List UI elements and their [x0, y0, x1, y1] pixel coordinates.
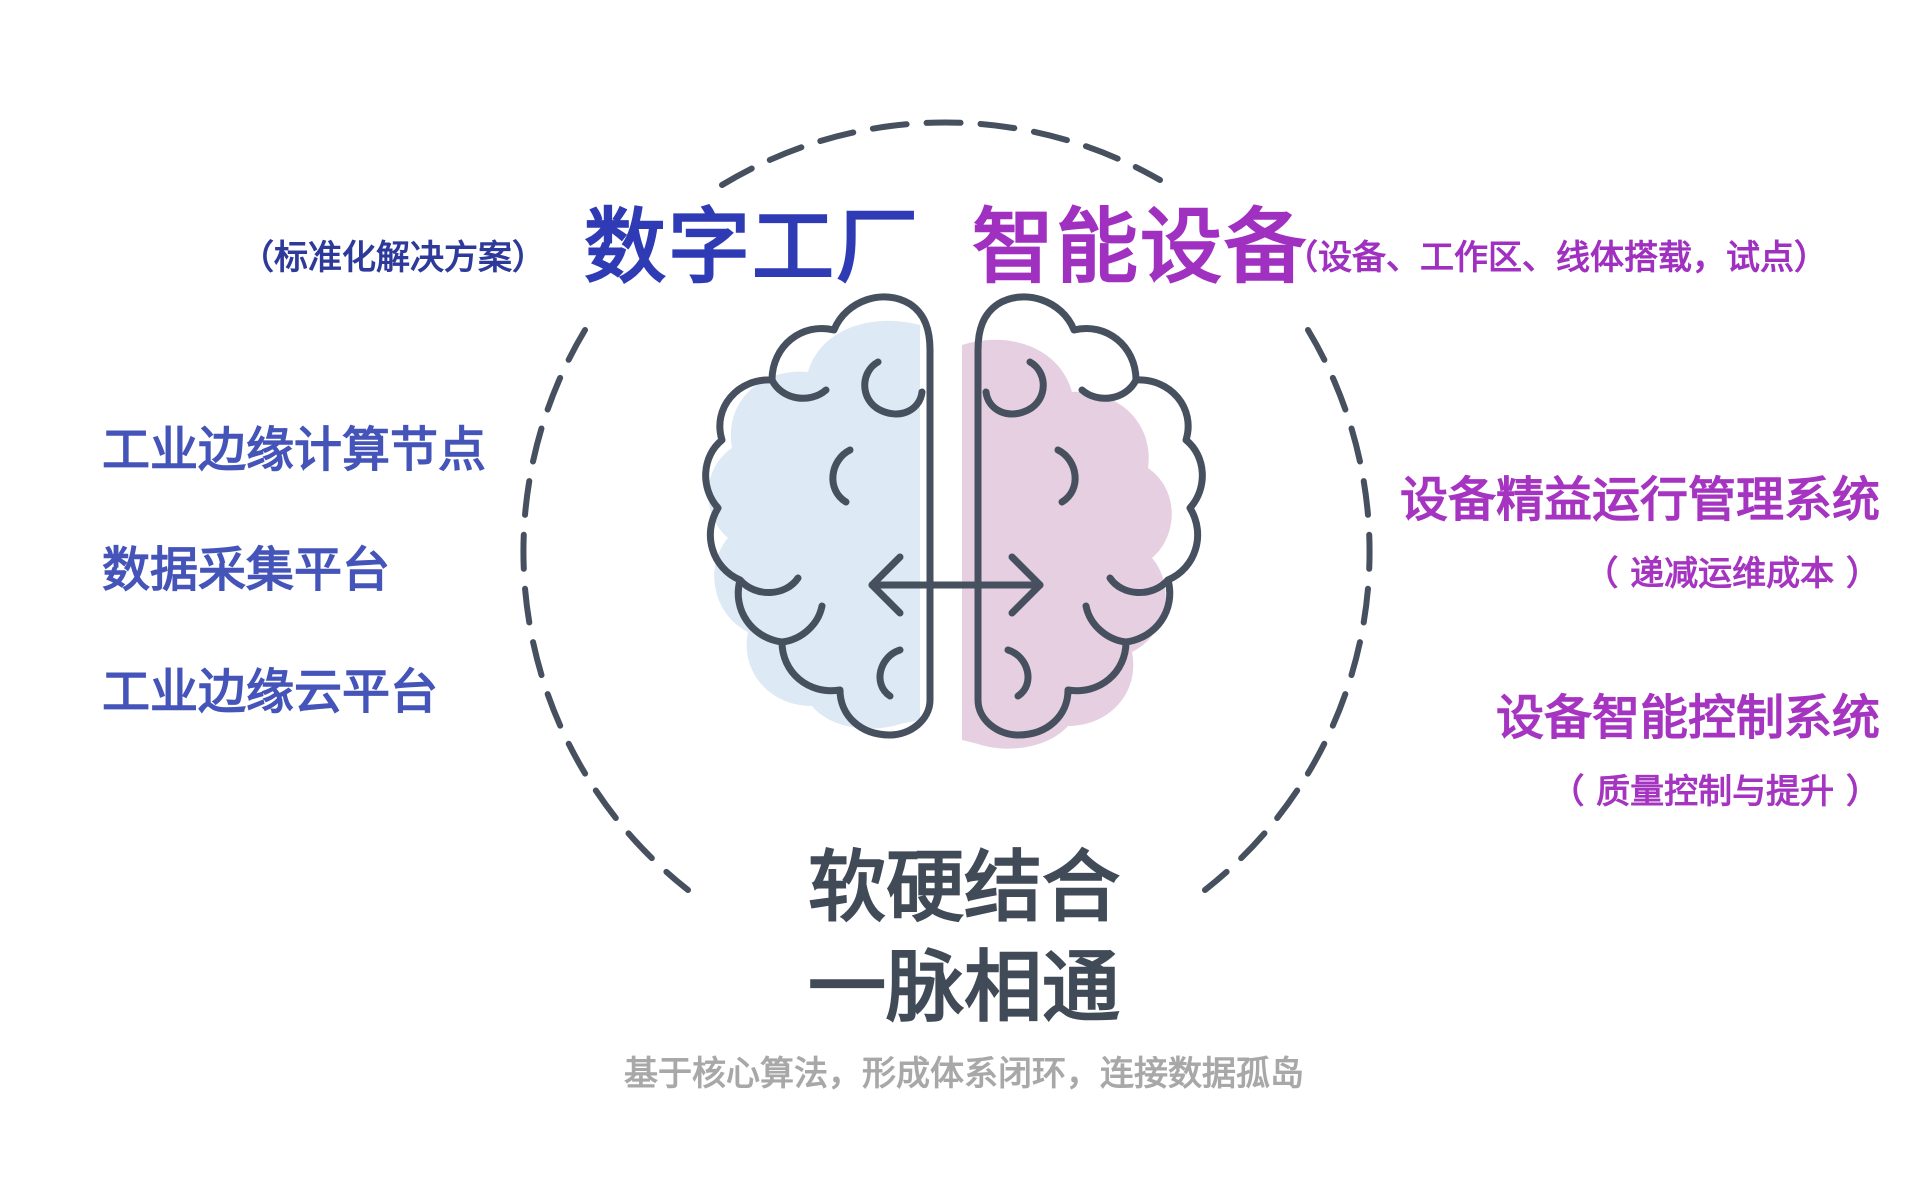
- right-item-lean-operation: 设备精益运行管理系统: [1399, 472, 1880, 528]
- left-item-edge-computing: 工业边缘计算节点: [102, 422, 487, 478]
- right-item-smart-control: 设备智能控制系统: [1495, 690, 1880, 746]
- right-sub-smart-control: （ 质量控制与提升 ）: [1550, 772, 1880, 812]
- brain-icon: [702, 293, 1206, 749]
- right-sub-lean-operation: （ 递减运维成本 ）: [1584, 554, 1880, 594]
- left-subtitle: （标准化解决方案）: [240, 238, 546, 278]
- left-item-edge-cloud: 工业边缘云平台: [102, 664, 439, 720]
- digital-factory-title: 数字工厂: [584, 200, 921, 295]
- slogan-line-1: 软硬结合: [807, 843, 1120, 933]
- dashed-ring: [520, 119, 1373, 893]
- slogan-line-2: 一脉相通: [807, 943, 1120, 1033]
- smart-device-title: 智能设备: [972, 200, 1309, 295]
- left-item-data-collection: 数据采集平台: [102, 542, 391, 598]
- caption: 基于核心算法，形成体系闭环，连接数据孤岛: [624, 1054, 1304, 1094]
- double-arrow-icon: [868, 553, 1044, 617]
- right-subtitle: （设备、工作区、线体搭载，试点）: [1284, 238, 1828, 278]
